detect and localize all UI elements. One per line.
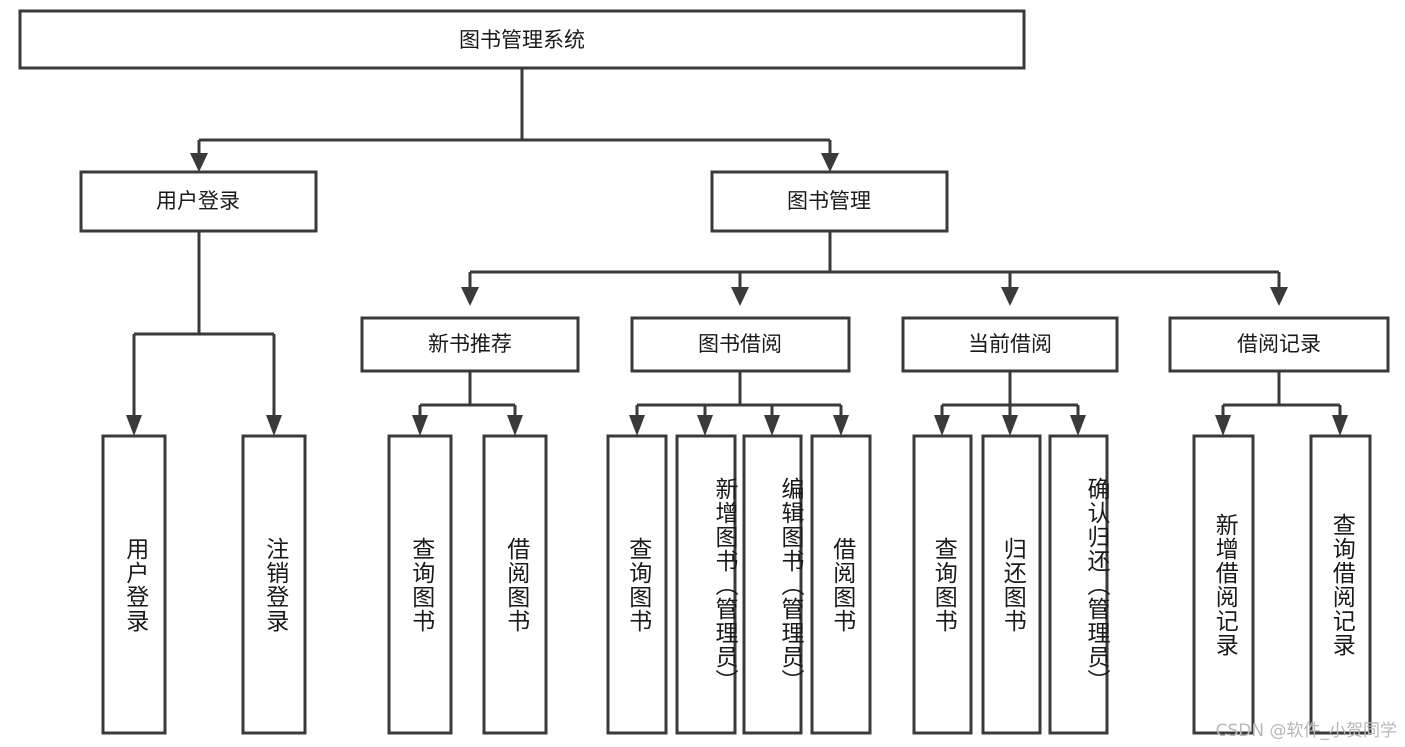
arrow-to-leaf-user-login: [126, 415, 142, 436]
node-user-login[interactable]: 用户登录: [79, 170, 318, 233]
connectors-user-login-to-leaves: [126, 231, 282, 436]
arrow-to-leaf-return-book: [1002, 415, 1018, 436]
arrow-to-new-book-rec: [461, 287, 479, 306]
leaf-return-book-box[interactable]: [981, 434, 1042, 735]
node-book-borrow-box[interactable]: [630, 316, 851, 373]
node-root-label: 图书管理系统: [459, 28, 585, 52]
arrow-to-leaf-edit-book: [764, 415, 780, 436]
arrow-to-leaf-add-book: [697, 415, 713, 436]
arrow-to-leaf-query-book-1: [412, 415, 428, 436]
node-book-manage-label: 图书管理: [787, 189, 871, 213]
node-current-borrow-label: 当前借阅: [968, 332, 1052, 356]
arrow-to-leaf-query-book-3: [934, 415, 950, 436]
arrow-to-book-borrow: [731, 287, 749, 306]
connectors-book-borrow-to-leaves: [629, 371, 849, 436]
arrow-to-leaf-query-record: [1332, 415, 1348, 436]
node-book-manage[interactable]: 图书管理: [710, 170, 949, 233]
leaf-edit-book-box[interactable]: [742, 434, 803, 735]
connectors-book-manage-to-level3: [461, 231, 1288, 306]
leaf-query-book-3-box[interactable]: [912, 434, 973, 735]
arrow-to-leaf-borrow-book-1: [507, 415, 523, 436]
arrow-to-leaf-borrow-book-2: [833, 415, 849, 436]
node-borrow-record-box[interactable]: [1168, 316, 1390, 373]
arrow-to-leaf-confirm-return: [1070, 415, 1086, 436]
arrow-to-current-borrow: [1001, 287, 1019, 306]
leaf-boxes: [101, 434, 1372, 735]
leaf-user-login-box[interactable]: [101, 434, 167, 735]
arrow-to-leaf-user-logout: [266, 415, 282, 436]
csdn-watermark: CSDN @软件_小贺同学: [1215, 721, 1397, 741]
node-new-book-rec-label: 新书推荐: [428, 332, 512, 356]
leaf-user-logout-box[interactable]: [241, 434, 307, 735]
leaf-borrow-book-2-box[interactable]: [810, 434, 872, 735]
leaf-add-book-box[interactable]: [675, 434, 737, 735]
leaf-borrow-book-1-box[interactable]: [482, 434, 548, 735]
node-new-book-rec-box[interactable]: [360, 316, 580, 373]
connectors-new-book-rec-to-leaves: [412, 371, 523, 436]
leaf-add-record-box[interactable]: [1192, 434, 1255, 735]
arrow-to-user-login: [190, 153, 208, 172]
node-root-box[interactable]: [18, 9, 1026, 70]
arrow-to-leaf-query-book-2: [629, 415, 645, 436]
arrow-to-book-manage: [821, 153, 839, 172]
node-current-borrow[interactable]: 当前借阅: [901, 316, 1119, 373]
connectors-borrow-record-to-leaves: [1215, 371, 1348, 436]
node-root[interactable]: 图书管理系统: [18, 9, 1026, 70]
leaf-confirm-return-box[interactable]: [1048, 434, 1109, 735]
node-borrow-record[interactable]: 借阅记录: [1168, 316, 1390, 373]
node-new-book-rec[interactable]: 新书推荐: [360, 316, 580, 373]
node-book-manage-box[interactable]: [710, 170, 949, 233]
node-user-login-label: 用户登录: [156, 189, 240, 213]
node-user-login-box[interactable]: [79, 170, 318, 233]
leaf-query-book-1-box[interactable]: [387, 434, 453, 735]
node-borrow-record-label: 借阅记录: [1237, 332, 1321, 356]
arrow-to-leaf-add-record: [1215, 415, 1231, 436]
node-book-borrow[interactable]: 图书借阅: [630, 316, 851, 373]
connectors-root-to-level2: [190, 68, 839, 172]
leaf-query-book-2-box[interactable]: [606, 434, 668, 735]
connectors-current-borrow-to-leaves: [934, 371, 1086, 436]
leaf-query-record-box[interactable]: [1309, 434, 1372, 735]
arrow-to-borrow-record: [1270, 287, 1288, 306]
node-current-borrow-box[interactable]: [901, 316, 1119, 373]
node-book-borrow-label: 图书借阅: [698, 332, 782, 356]
